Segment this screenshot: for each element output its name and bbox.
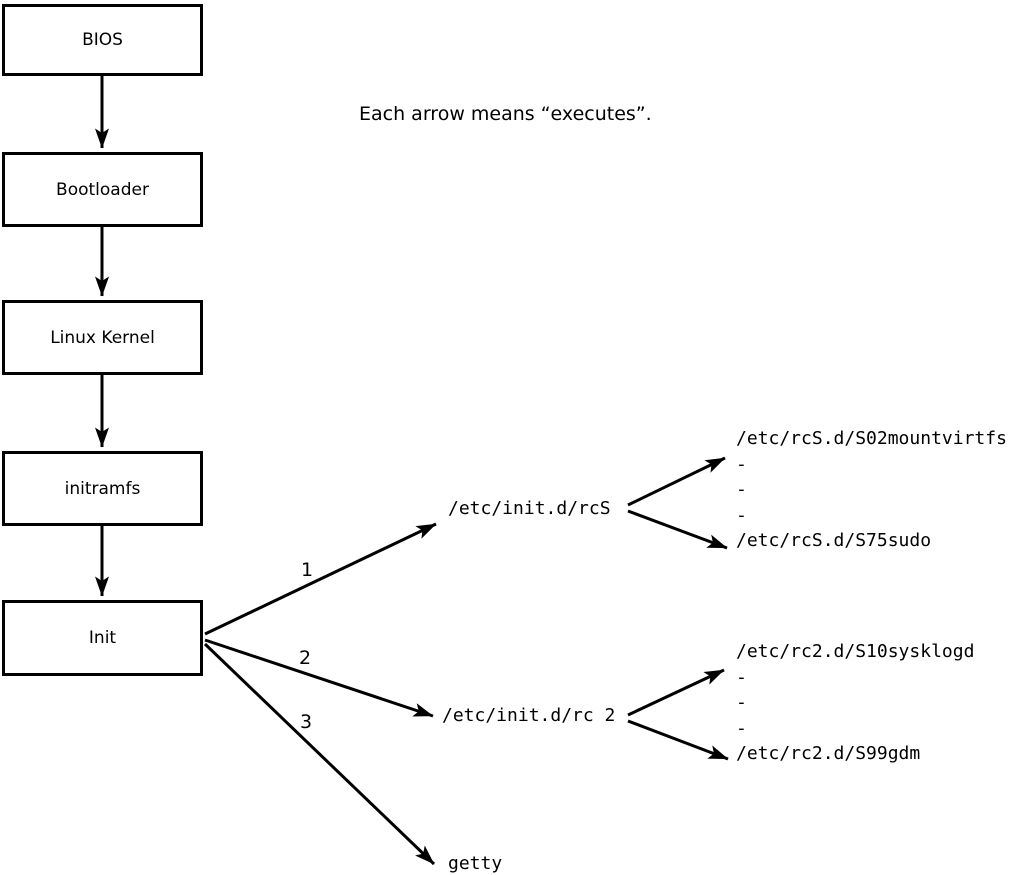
node-bios-label: BIOS — [82, 30, 123, 50]
rc2-child-s10sysklogd: /etc/rc2.d/S10sysklogd — [736, 641, 975, 662]
arrow-init-to-getty — [203, 642, 436, 866]
order-label-2: 2 — [298, 647, 312, 669]
node-bootloader-label: Bootloader — [56, 179, 149, 200]
target-rcS: /etc/init.d/rcS — [448, 498, 611, 519]
rcS-child-ellipsis-3: - — [736, 504, 747, 526]
node-init: Init — [2, 600, 203, 676]
target-rc2: /etc/init.d/rc 2 — [442, 705, 616, 726]
order-label-3: 3 — [299, 711, 313, 733]
node-linux-kernel: Linux Kernel — [2, 300, 203, 375]
node-linux-kernel-label: Linux Kernel — [50, 327, 155, 348]
node-bootloader: Bootloader — [2, 152, 203, 227]
node-bios: BIOS — [2, 4, 203, 76]
node-initramfs-label: initramfs — [64, 478, 141, 499]
rcS-child-s02mountvirtfs: /etc/rcS.d/S02mountvirtfs — [736, 428, 1007, 449]
arrow-rc2-to-S10sysklogd — [627, 668, 725, 717]
diagram-note: Each arrow means “executes”. — [359, 103, 652, 125]
node-initramfs: initramfs — [2, 451, 203, 526]
arrow-rcS-to-S02mountvirtfs — [627, 456, 726, 507]
rc2-child-s99gdm: /etc/rc2.d/S99gdm — [736, 743, 921, 764]
arrow-rc2-to-S99gdm — [627, 719, 729, 761]
rc2-children: /etc/rc2.d/S10sysklogd - - - /etc/rc2.d/… — [736, 639, 974, 767]
rc2-child-ellipsis-1: - — [736, 666, 747, 688]
rcS-child-ellipsis-2: - — [736, 479, 747, 500]
arrow-init-to-rc2 — [204, 638, 434, 718]
rcS-children: /etc/rcS.d/S02mountvirtfs - - - /etc/rcS… — [736, 426, 1007, 554]
rcS-child-ellipsis-1: - — [736, 453, 747, 475]
rc2-child-ellipsis-2: - — [736, 692, 747, 713]
rcS-child-s75sudo: /etc/rcS.d/S75sudo — [736, 530, 932, 551]
order-label-1: 1 — [300, 559, 314, 581]
rc2-child-ellipsis-3: - — [736, 717, 747, 739]
arrow-init-to-rcS — [204, 522, 437, 636]
target-getty: getty — [448, 853, 503, 874]
arrow-rcS-to-S75sudo — [627, 509, 728, 550]
node-init-label: Init — [88, 628, 117, 648]
